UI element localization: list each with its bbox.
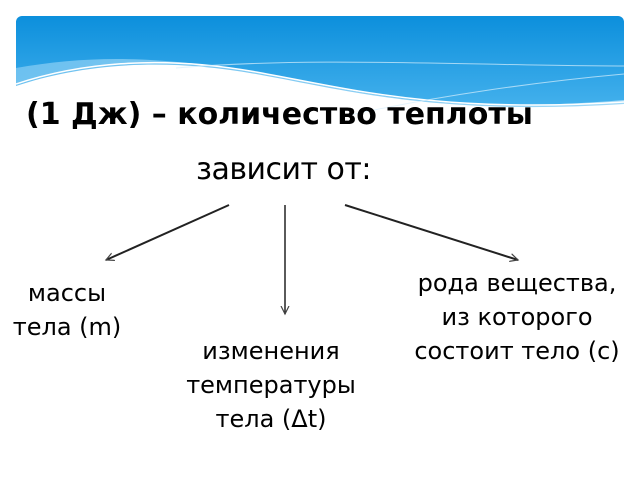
header-banner <box>16 16 624 116</box>
factor-temp-line2: температуры <box>186 371 356 399</box>
factor-mass: массы тела (m) <box>2 276 132 344</box>
factor-subst-line3: состоит тело (с) <box>414 337 620 365</box>
factor-mass-line2: тела (m) <box>12 313 122 341</box>
factor-temp-line1: изменения <box>202 337 340 365</box>
slide-subtitle: зависит от: <box>196 152 371 187</box>
factor-temperature-change: изменения температуры тела (Δt) <box>168 334 374 436</box>
factor-mass-line1: массы <box>27 279 107 307</box>
slide-title: (1 Дж) – количество теплоты <box>26 97 533 132</box>
arrow-right <box>344 204 518 260</box>
factor-substance: рода вещества, из которого состоит тело … <box>394 266 640 368</box>
arrow-left <box>106 204 230 260</box>
factor-subst-line2: из которого <box>441 303 593 331</box>
factor-subst-line1: рода вещества, <box>417 269 617 297</box>
factor-temp-line3: тела (Δt) <box>215 405 327 433</box>
